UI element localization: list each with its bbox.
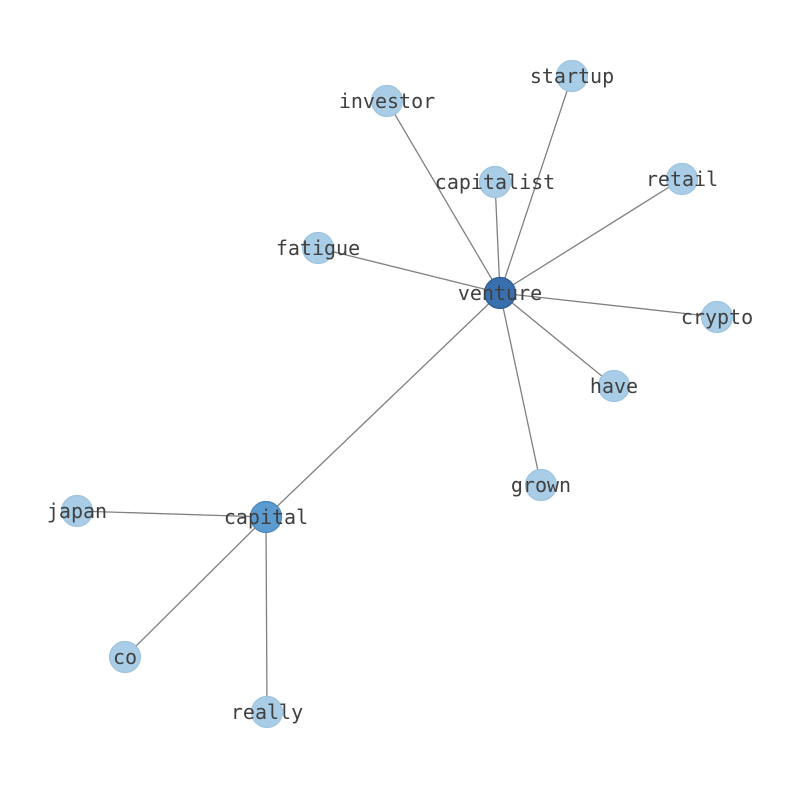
label-layer: venture capital startup investor capitalist r…	[47, 64, 753, 724]
node-co	[108, 640, 142, 674]
node-label-have: have	[590, 374, 638, 398]
edge-capital-co	[124, 516, 267, 658]
node-japan	[60, 494, 94, 528]
node-investor	[370, 84, 404, 118]
node-venture	[483, 276, 517, 310]
node-label-grown: grown	[511, 473, 571, 497]
edge-layer	[76, 75, 718, 713]
edge-venture-capital	[265, 292, 501, 518]
edge-venture-investor	[386, 100, 501, 294]
edge-venture-capitalist	[494, 181, 501, 294]
edge-venture-fatigue	[317, 247, 501, 294]
node-retail	[665, 162, 699, 196]
node-label-venture: venture	[458, 281, 542, 305]
edge-venture-grown	[499, 292, 542, 486]
node-label-co: co	[113, 645, 137, 669]
edge-venture-retail	[499, 178, 683, 294]
node-startup	[555, 59, 589, 93]
node-fatigue	[301, 231, 335, 265]
node-label-investor: investor	[339, 89, 435, 113]
edge-capital-japan	[76, 510, 267, 518]
edge-venture-crypto	[499, 292, 718, 318]
node-label-really: really	[231, 700, 303, 724]
node-label-capital: capital	[224, 505, 308, 529]
node-label-crypto: crypto	[681, 305, 753, 329]
edge-venture-startup	[499, 75, 573, 294]
node-crypto	[700, 300, 734, 334]
node-have	[597, 369, 631, 403]
node-label-startup: startup	[530, 64, 614, 88]
node-capital	[249, 500, 283, 534]
node-capitalist	[478, 165, 512, 199]
node-label-capitalist: capitalist	[435, 170, 555, 194]
node-really	[250, 695, 284, 729]
node-label-retail: retail	[646, 167, 718, 191]
node-label-japan: japan	[47, 499, 107, 523]
edge-capital-really	[265, 516, 268, 713]
node-layer	[60, 59, 734, 729]
node-grown	[524, 468, 558, 502]
edge-venture-have	[499, 292, 615, 387]
node-label-fatigue: fatigue	[276, 236, 360, 260]
